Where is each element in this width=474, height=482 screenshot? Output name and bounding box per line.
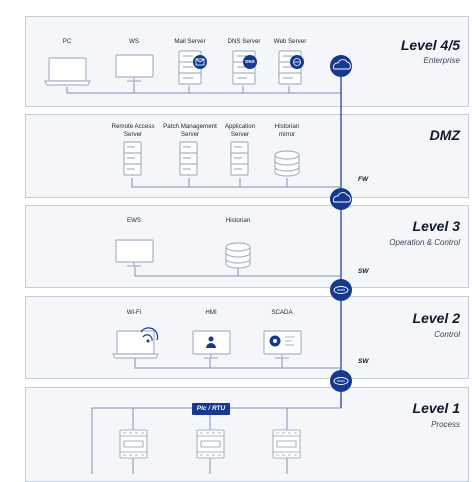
device-label: PC — [62, 38, 72, 45]
device-label: Patch Management Server — [163, 123, 217, 138]
level-subtitle: Control — [434, 330, 460, 339]
level-subtitle: Process — [431, 420, 460, 429]
device-label: EWS — [126, 217, 142, 224]
database-icon — [274, 150, 300, 177]
level-title: Level 4/5 — [400, 37, 460, 53]
device-label: Web Server — [273, 38, 307, 45]
switch-icon[interactable] — [330, 370, 352, 392]
level-2-band — [25, 296, 469, 379]
level-title: DMZ — [429, 127, 460, 143]
link-label: SW — [358, 358, 369, 365]
device-label: WS — [129, 38, 139, 45]
device-label: DNS Server — [227, 38, 261, 45]
user-icon — [206, 336, 216, 348]
level-title: Level 2 — [412, 310, 460, 326]
level-subtitle: Enterprise — [423, 56, 460, 65]
monitor-icon — [115, 239, 154, 267]
server-icon — [123, 141, 249, 176]
device-label: Historian — [225, 217, 251, 224]
dns-icon — [243, 55, 257, 69]
server-icon — [178, 50, 302, 85]
link-label: FW — [358, 176, 369, 183]
mail-icon — [193, 55, 207, 69]
level-1-band — [25, 387, 469, 482]
laptop-icon — [44, 57, 91, 86]
monitor-icon — [115, 54, 154, 82]
switch-icon[interactable] — [330, 279, 352, 301]
web-icon — [290, 55, 304, 69]
device-label: SCADA — [271, 309, 293, 316]
plc-rtu-badge: Plc / RTU — [192, 403, 230, 415]
level-title: Level 1 — [412, 400, 460, 416]
wifi-icon — [140, 327, 159, 343]
device-label: Application Server — [224, 123, 256, 138]
level-title: Level 3 — [412, 218, 460, 234]
gauge-icon — [269, 335, 295, 347]
device-label: Historian mirror — [274, 123, 300, 138]
device-label: Wi-Fi — [126, 309, 142, 316]
database-icon — [225, 242, 251, 269]
firewall-icon[interactable] — [330, 188, 352, 210]
dns-badge: DNS — [245, 59, 255, 64]
device-label: Remote Access Server — [111, 123, 155, 138]
device-label: HMI — [205, 309, 217, 316]
plc-icon — [119, 429, 301, 459]
device-label: Mail Server — [174, 38, 206, 45]
firewall-icon[interactable] — [330, 55, 352, 77]
level-subtitle: Operation & Control — [389, 238, 460, 247]
laptop-icon — [112, 330, 159, 359]
link-label: SW — [358, 268, 369, 275]
